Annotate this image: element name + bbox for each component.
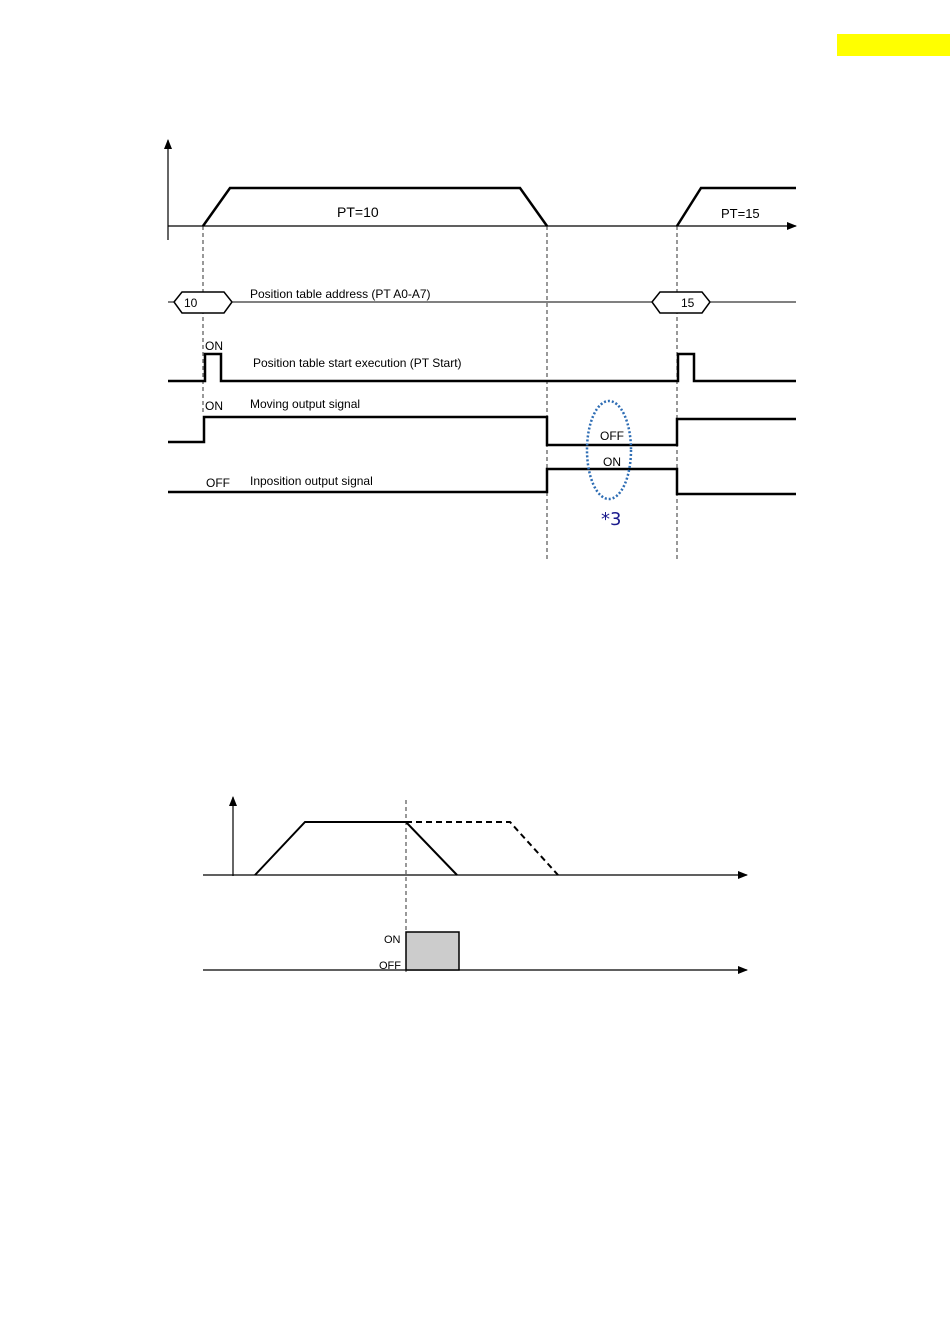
highlight-ellipse xyxy=(587,401,631,499)
inposition-on-label: ON xyxy=(603,455,621,469)
profile-label-pt15: PT=15 xyxy=(721,206,760,221)
moving-output-signal xyxy=(168,417,796,445)
moving-off-label: OFF xyxy=(600,429,624,443)
inposition-signal-label: Inposition output signal xyxy=(250,474,373,488)
inposition-off-label: OFF xyxy=(206,476,230,490)
decel-profile-actual xyxy=(255,822,457,875)
address-box-10 xyxy=(174,292,232,313)
decel-profile-planned xyxy=(406,822,558,875)
profile-label-pt10: PT=10 xyxy=(337,204,379,220)
pulse-off-label: OFF xyxy=(379,960,401,972)
address-label: Position table address (PT A0-A7) xyxy=(250,287,431,301)
moving-on-label: ON xyxy=(205,399,223,413)
pulse-on-label: ON xyxy=(384,934,401,946)
note-marker: *3 xyxy=(601,509,621,530)
moving-signal-label: Moving output signal xyxy=(250,397,360,411)
pt-start-on-label: ON xyxy=(205,339,223,353)
on-pulse-block xyxy=(406,932,459,970)
address-value-10: 10 xyxy=(184,296,198,310)
pt-start-label: Position table start execution (PT Start… xyxy=(253,356,462,370)
address-value-15: 15 xyxy=(681,296,695,310)
